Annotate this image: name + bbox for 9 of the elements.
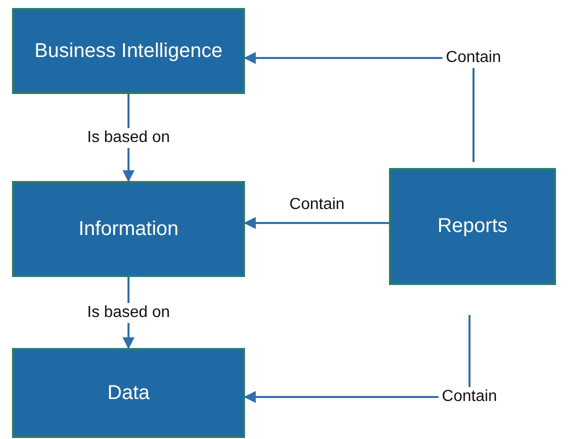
box-label: Data — [106, 380, 151, 406]
process-box — [389, 168, 556, 285]
process-box — [12, 8, 245, 94]
process-box — [12, 181, 245, 277]
box-label: Business Intelligence — [34, 38, 224, 64]
box-label: Reports — [436, 214, 509, 239]
arrow — [244, 217, 389, 229]
process-box — [12, 348, 245, 438]
box-label: Information — [77, 216, 180, 242]
